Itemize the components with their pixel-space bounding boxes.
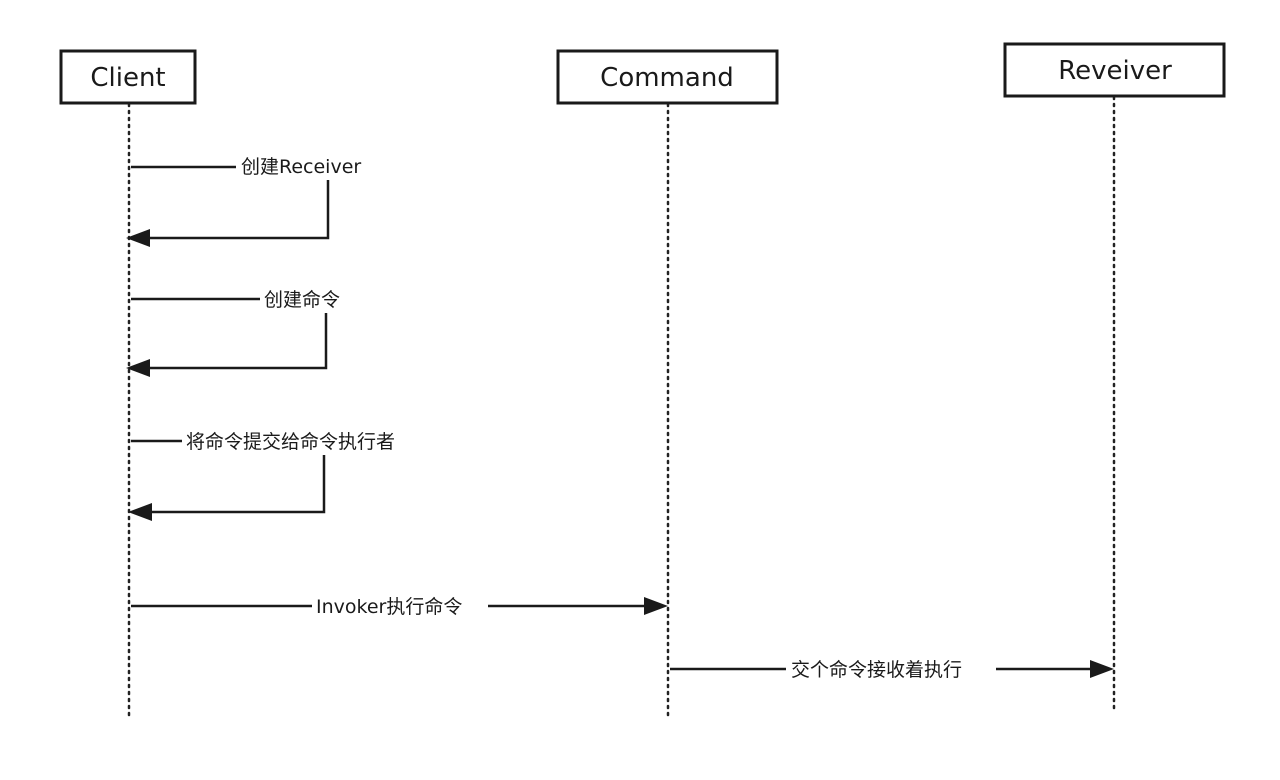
actor-command-label: Command: [600, 63, 734, 93]
actor-receiver-label: Reveiver: [1058, 56, 1172, 86]
message-hand-to-receiver: 交个命令接收着执行: [670, 655, 1114, 683]
arrowhead: [1090, 660, 1114, 678]
actor-client-label: Client: [90, 63, 165, 93]
message-label: 创建Receiver: [241, 156, 361, 178]
message-invoker-execute: Invoker执行命令: [131, 592, 668, 620]
message-label: 将命令提交给命令执行者: [186, 431, 395, 453]
message-label: Invoker执行命令: [316, 596, 462, 618]
arrowhead: [128, 503, 152, 521]
message-label: 交个命令接收着执行: [791, 659, 962, 681]
message-create-receiver: 创建Receiver: [126, 152, 386, 247]
message-label: 创建命令: [264, 289, 340, 311]
actor-client: Client: [59, 49, 197, 105]
message-line: [131, 297, 328, 370]
arrowhead: [126, 229, 150, 247]
message-submit-command: 将命令提交给命令执行者: [128, 427, 436, 521]
actor-command: Command: [556, 49, 779, 105]
message-create-command: 创建命令: [126, 285, 358, 377]
actor-receiver: Reveiver: [1003, 42, 1226, 98]
arrowhead: [644, 597, 668, 615]
arrowhead: [126, 359, 150, 377]
message-line: [131, 165, 330, 240]
